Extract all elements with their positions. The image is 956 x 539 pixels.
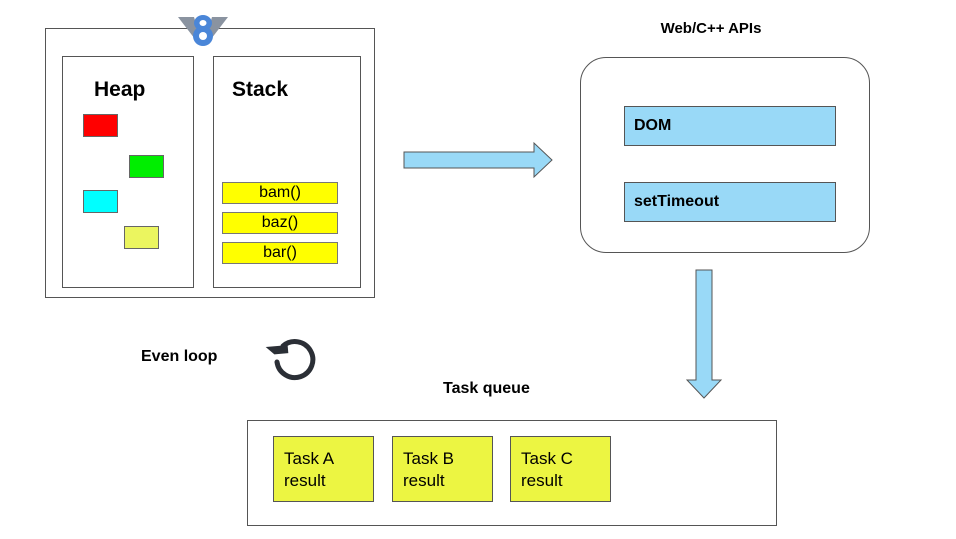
refresh-icon (265, 339, 316, 381)
apis-box (580, 57, 870, 253)
stack-title: Stack (232, 78, 289, 101)
heap-object-cyan (83, 190, 118, 213)
stack-frame-baz: baz() (222, 212, 338, 234)
event-loop-label: Even loop (141, 348, 218, 365)
task-a-name: Task A (284, 449, 335, 468)
heap-title: Heap (94, 78, 146, 101)
arrow-right-icon (403, 141, 553, 179)
task-b-name: Task B (403, 449, 455, 468)
task-b-sub: result (403, 471, 445, 490)
stack-frame-bam: bam() (222, 182, 338, 204)
heap-object-yellow (124, 226, 159, 249)
heap-object-green (129, 155, 164, 178)
task-b: Task B result (392, 436, 493, 502)
task-queue-title: Task queue (443, 380, 530, 397)
arrow-down-icon (686, 269, 723, 399)
task-a: Task A result (273, 436, 374, 502)
task-c-sub: result (521, 471, 563, 490)
task-queue-box (247, 420, 777, 526)
v8-logo-icon (178, 15, 228, 46)
apis-title: Web/C++ APIs (660, 20, 762, 37)
task-a-sub: result (284, 471, 326, 490)
heap-object-red (83, 114, 118, 137)
task-c: Task C result (510, 436, 611, 502)
stack-frame-bar: bar() (222, 242, 338, 264)
task-c-name: Task C (521, 449, 573, 468)
api-settimeout: setTimeout (624, 182, 836, 222)
api-dom: DOM (624, 106, 836, 146)
stack-box (213, 56, 361, 288)
heap-box (62, 56, 194, 288)
